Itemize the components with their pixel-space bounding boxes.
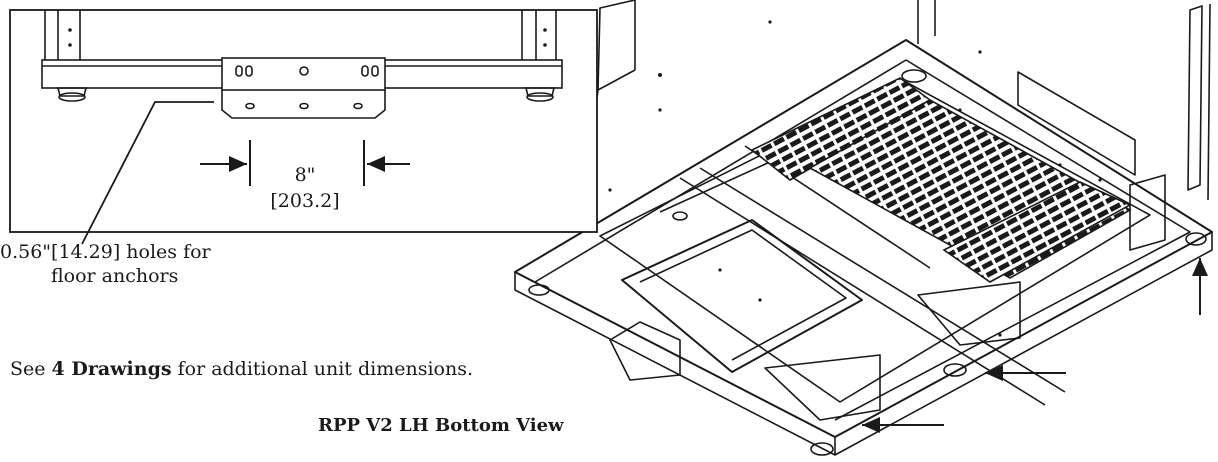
callout-leader	[81, 101, 214, 245]
figure-caption: RPP V2 LH Bottom View	[318, 415, 564, 436]
vent-grate-right	[942, 181, 1132, 283]
vent-grates	[750, 77, 1132, 283]
dimension-markers	[200, 140, 410, 186]
dimension-label: 8" [203.2]	[245, 162, 365, 214]
unit-bottom-view	[514, 0, 1213, 456]
hole-callout: 0.56"[14.29] holes for floor anchors	[0, 240, 211, 288]
anchor-arrows	[862, 258, 1208, 433]
reference-note-suffix: for additional unit dimensions.	[171, 358, 474, 380]
drawings-reference[interactable]: 4 Drawings	[51, 358, 172, 380]
reference-note: See 4 Drawings for additional unit dimen…	[10, 357, 473, 381]
hole-callout-line2: floor anchors	[51, 265, 179, 287]
dimension-millimeters: [203.2]	[270, 190, 340, 212]
hole-callout-line1: 0.56"[14.29] holes for	[0, 241, 211, 263]
reference-note-prefix: See	[10, 358, 52, 380]
dimension-inches: 8"	[294, 164, 316, 186]
